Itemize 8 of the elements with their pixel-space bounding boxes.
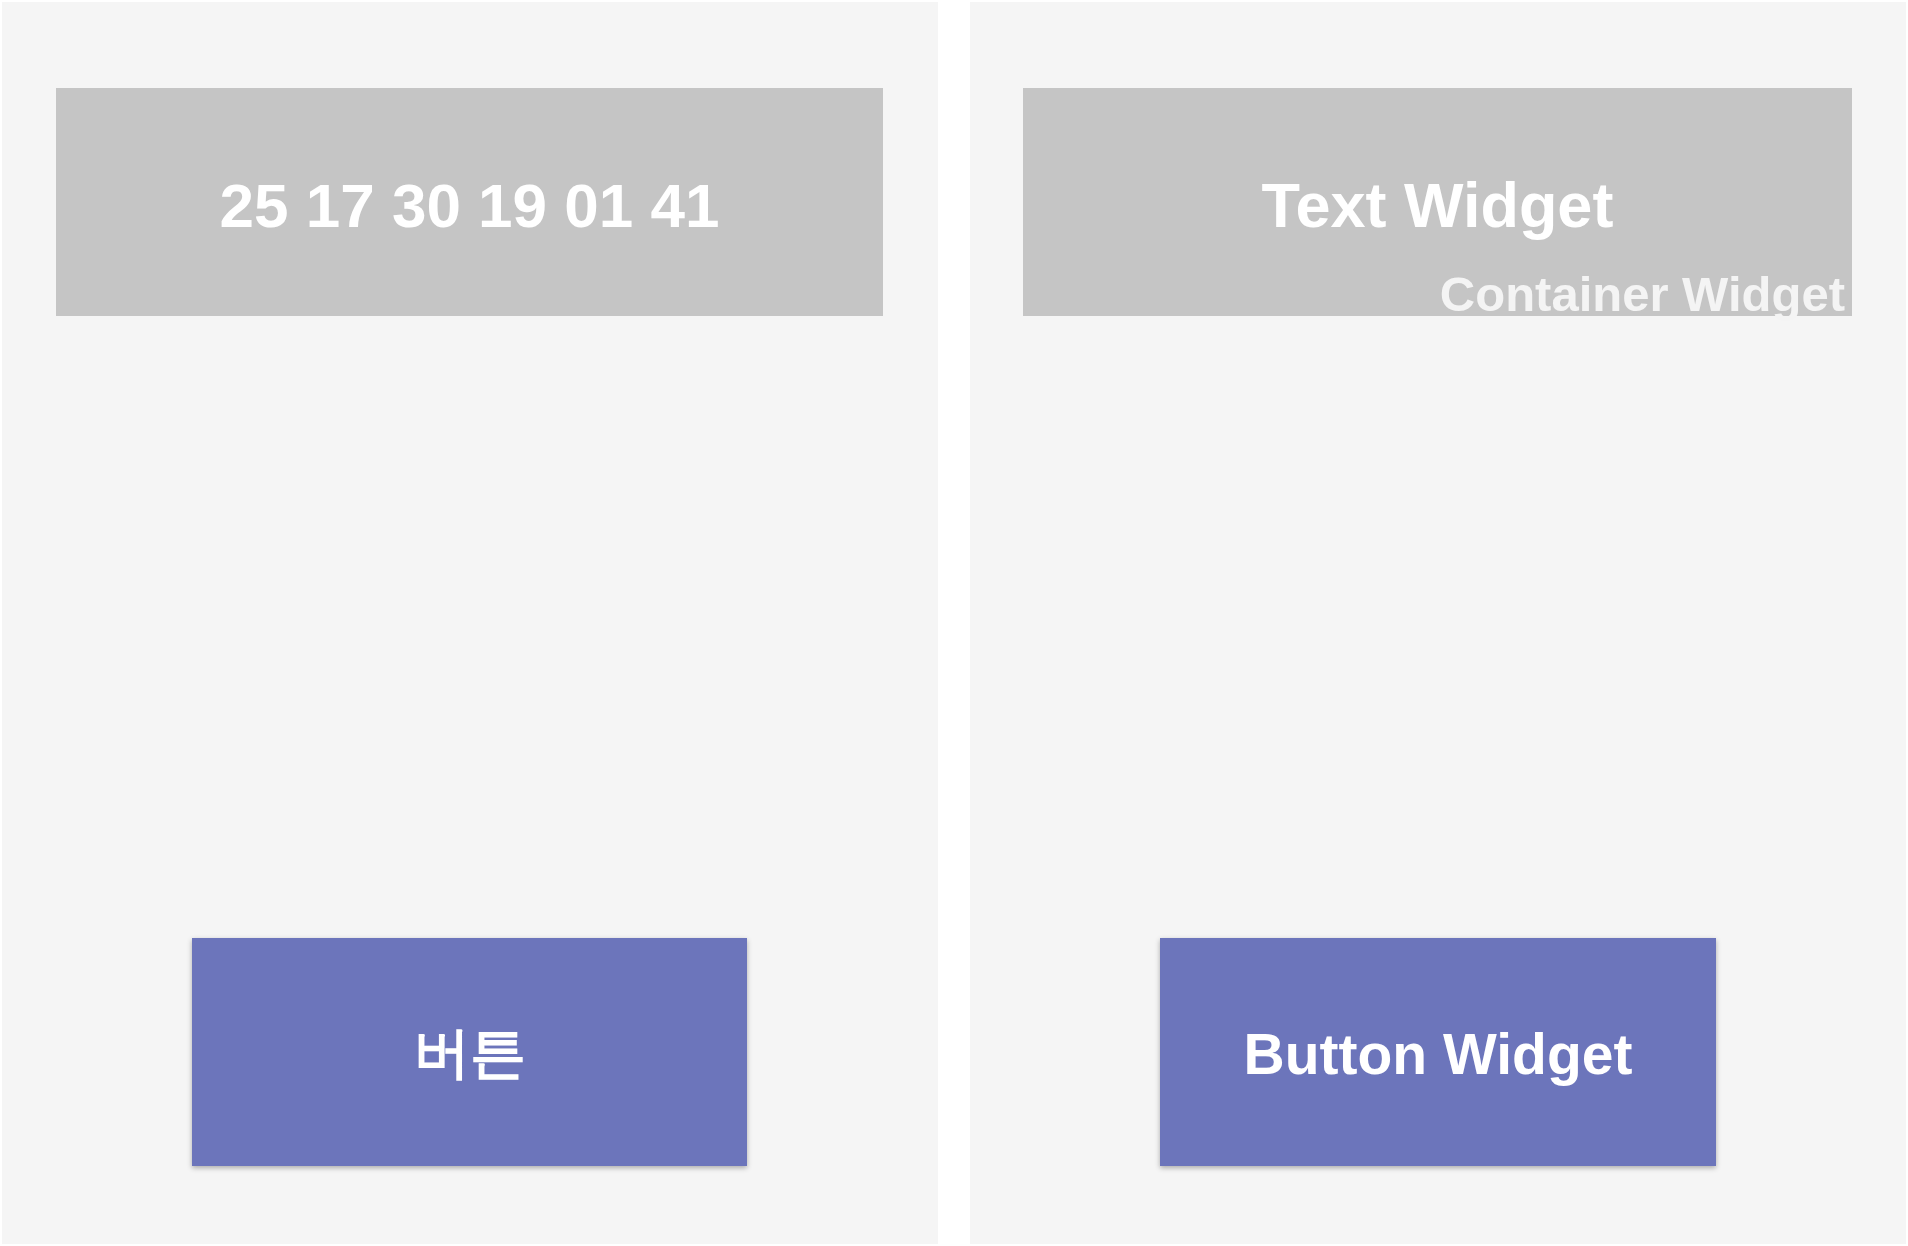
label-text: 25 17 30 19 01 41	[219, 174, 720, 237]
screen-panel	[970, 2, 1906, 1244]
display-box	[56, 88, 883, 316]
button: 버튼	[192, 938, 747, 1166]
button: Button Widget	[1160, 938, 1716, 1166]
label-text: Text Widget	[1261, 174, 1614, 238]
display-box	[1023, 88, 1852, 316]
screen-panel	[2, 2, 938, 1244]
